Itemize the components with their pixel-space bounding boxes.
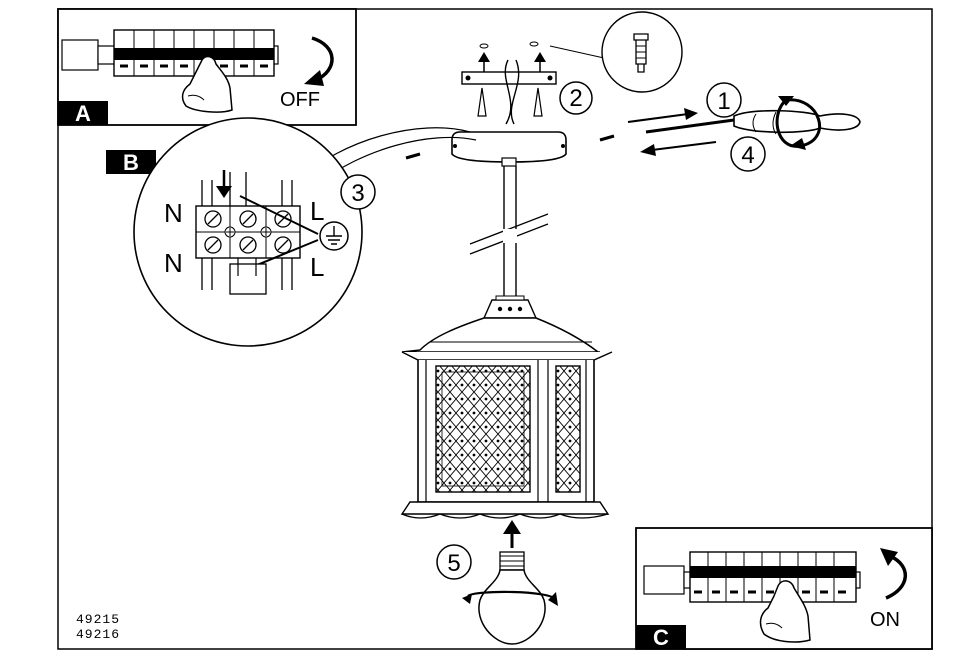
suspension-rod [469,166,549,296]
rotate-arrow-icon [775,96,821,150]
panel-c-breakers [689,551,857,603]
terminal-block [195,205,301,259]
model-number-2: 49216 [76,627,121,642]
panel-a-rail [61,39,99,71]
panel-c: ON C [635,527,933,650]
panel-b-badge [106,150,156,174]
outer-frame [57,8,933,650]
panel-b-badge-label: B [123,150,139,175]
canopy-screw-left [405,152,421,160]
wire-label-n-bottom: N [164,248,183,278]
wire-label-l-bottom: L [310,252,324,282]
canopy [451,131,567,167]
model-number-1: 49215 [76,612,121,627]
step-5-marker: 5 [436,544,472,580]
panel-a-breakers [113,29,275,77]
ground-symbol-icon [319,221,349,251]
panel-c-action-label: ON [870,609,900,631]
step-1-marker: 1 [706,82,742,118]
step-2-marker: 2 [559,81,593,115]
wire-label-l-top: L [310,196,324,226]
panel-c-badge [636,625,686,649]
lantern-side-panel [555,365,581,493]
lantern-front-panel [435,365,531,493]
wall-plug-callout [549,11,683,93]
step-4-marker: 4 [730,136,766,172]
panel-a-action-label: OFF [280,89,320,111]
panel-c-badge-label: C [653,625,669,650]
panel-a-hand [181,55,233,113]
panel-a: OFF A [57,8,357,126]
loosen-arrow [640,141,717,156]
model-numbers: 49215 49216 [76,612,120,642]
step-2-label: 2 [569,85,582,112]
panel-a-badge-label: A [75,101,91,126]
insert-bulb-arrow [503,520,521,548]
step-4-label: 4 [741,142,754,169]
wall-plug-icon [633,33,649,73]
screwdriver-icon [645,109,861,135]
panel-a-badge [58,101,108,125]
switch-on-icon [885,554,908,600]
tighten-arrow [627,108,698,123]
panel-c-hand [759,580,811,643]
panel-b: B [106,117,477,347]
step-3-label: 3 [351,180,364,207]
bulb-icon [462,551,558,645]
mounting-bracket [461,41,557,125]
step-5-label: 5 [447,550,460,577]
wire-label-n-top: N [164,198,183,228]
lantern [400,295,613,519]
step-1-label: 1 [717,88,730,115]
canopy-screw-right [599,134,615,142]
step-3-marker: 3 [340,174,376,210]
